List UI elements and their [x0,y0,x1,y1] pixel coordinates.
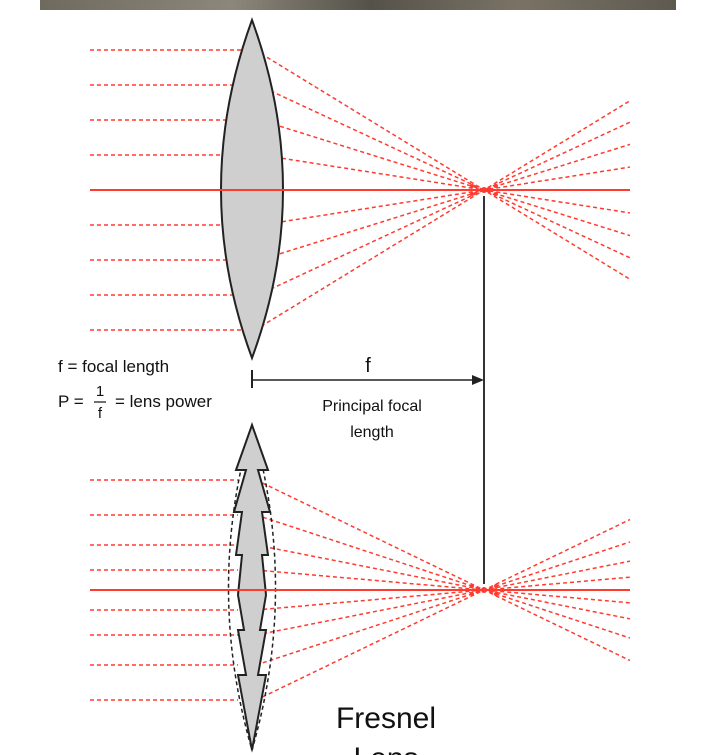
principal-length-label: length [350,424,394,441]
fresnel-title-lens: Lens [353,742,418,755]
principal-focal-label: Principal focal [322,398,422,415]
refracted-ray [255,518,631,701]
refracted-ray [259,119,631,237]
refracted-ray [254,49,631,280]
focal-point-top [470,184,498,196]
refracted-ray [261,166,631,226]
power-denominator: f [98,405,103,422]
refracted-ray [255,479,631,662]
fresnel-title: Fresnel [336,702,436,735]
focal-point-bottom [470,584,498,596]
refracted-ray [254,100,631,331]
refracted-ray [256,544,631,620]
refracted-ray [257,84,631,259]
refracted-ray [256,560,631,636]
arrow-head [472,375,484,385]
refracted-ray [259,143,631,261]
power-numerator: 1 [96,383,104,400]
refracted-ray [261,154,631,214]
refracted-ray [257,121,631,296]
power-lhs: P = [58,392,84,411]
refracted-ray [255,514,631,639]
photo-strip [40,0,676,10]
refracted-ray [255,541,631,666]
f-arrow-label: f [365,355,371,377]
fresnel-lens [232,422,272,751]
power-rhs: = lens power [115,392,212,411]
focal-length-definition: f = focal length [58,357,169,376]
convex-lens-rays [90,49,631,331]
fresnel-lens-rays [90,479,631,701]
